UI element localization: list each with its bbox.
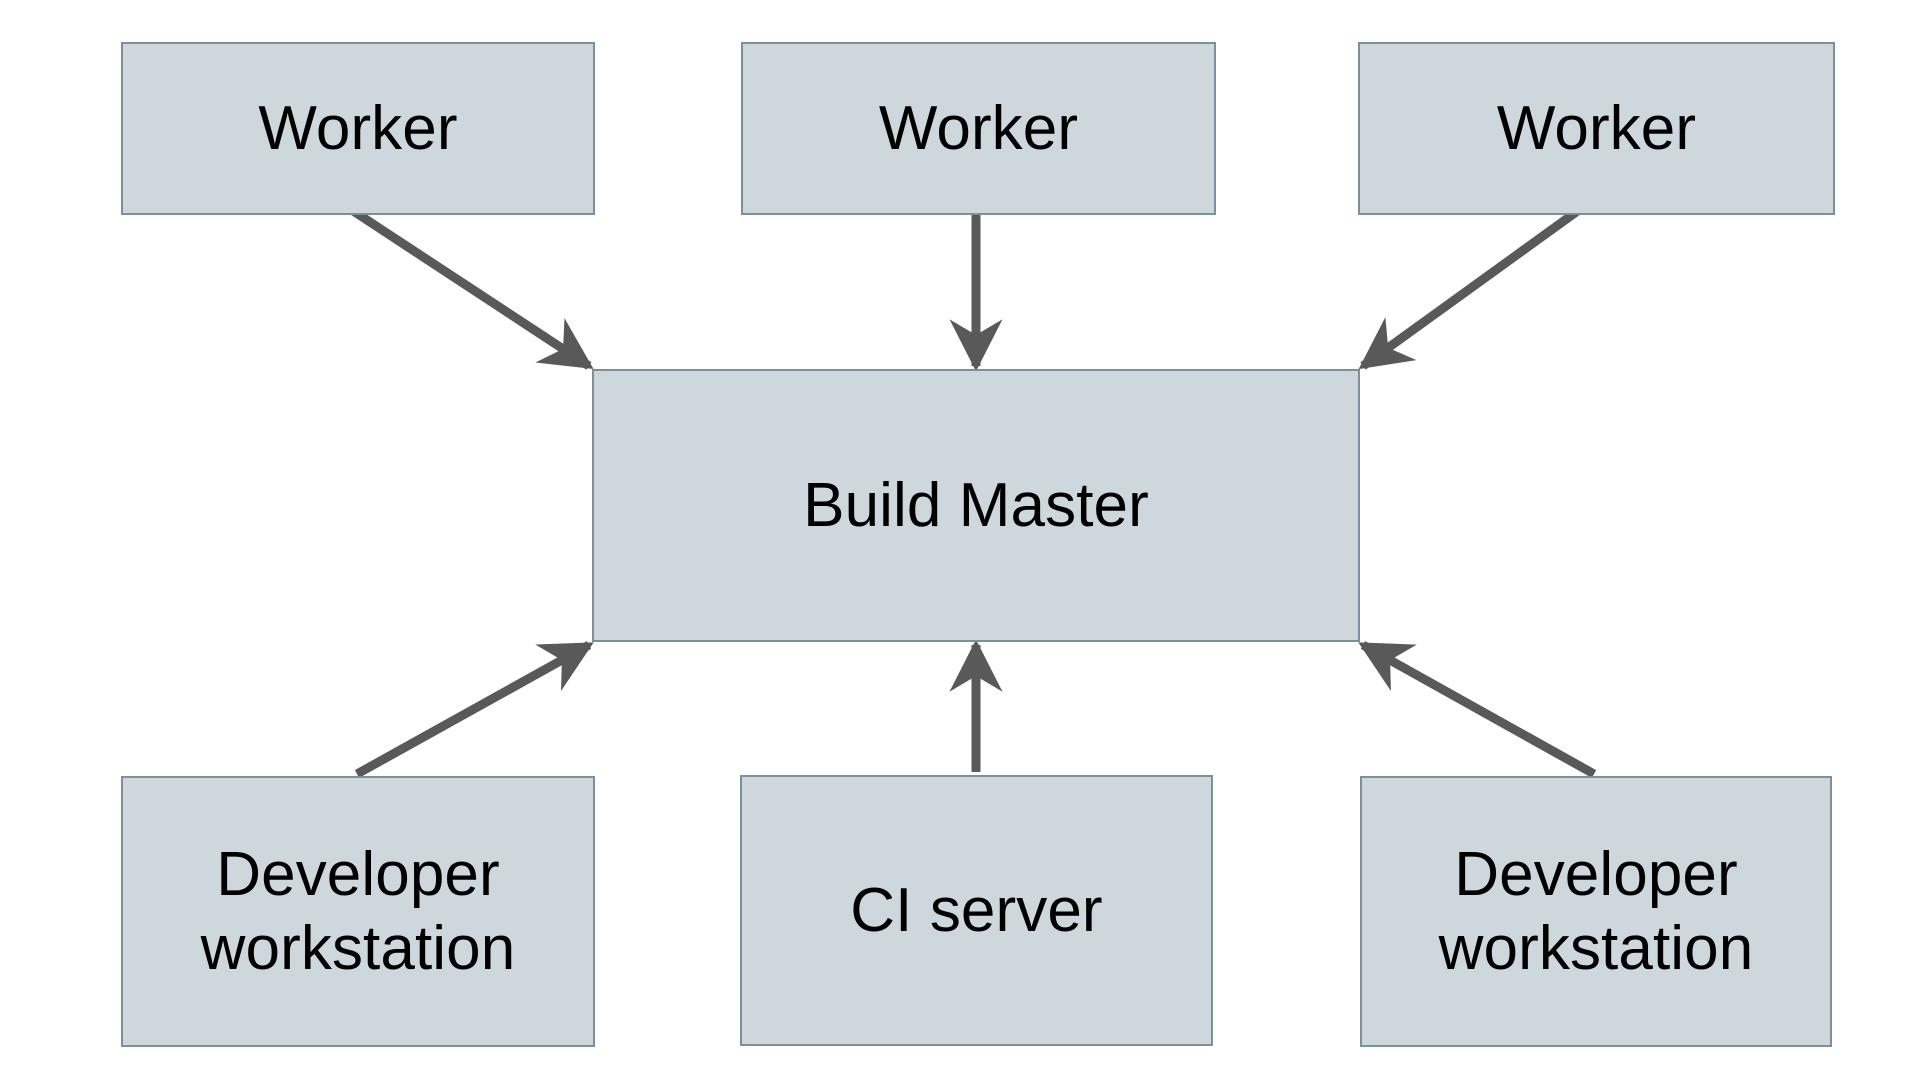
node-developer-workstation-left[interactable]: Developer workstation — [121, 776, 595, 1047]
node-ci-server[interactable]: CI server — [740, 775, 1213, 1046]
edge-devws-right-to-master — [1358, 641, 1597, 778]
node-worker-center[interactable]: Worker — [741, 42, 1216, 215]
node-label-developer-workstation-right: Developer workstation — [1438, 840, 1754, 983]
node-label-worker-left: Worker — [258, 93, 458, 163]
node-worker-right[interactable]: Worker — [1358, 42, 1835, 215]
node-label-worker-center: Worker — [878, 93, 1079, 163]
node-worker-left[interactable]: Worker — [121, 42, 595, 215]
edge-devws-left-to-master — [354, 641, 594, 778]
node-label-build-master: Build Master — [803, 470, 1149, 540]
node-build-master[interactable]: Build Master — [592, 369, 1360, 642]
node-developer-workstation-right[interactable]: Developer workstation — [1360, 776, 1832, 1047]
node-label-ci-server: CI server — [850, 875, 1103, 945]
node-label-worker-right: Worker — [1496, 93, 1697, 163]
node-label-developer-workstation-left: Developer workstation — [200, 840, 516, 983]
